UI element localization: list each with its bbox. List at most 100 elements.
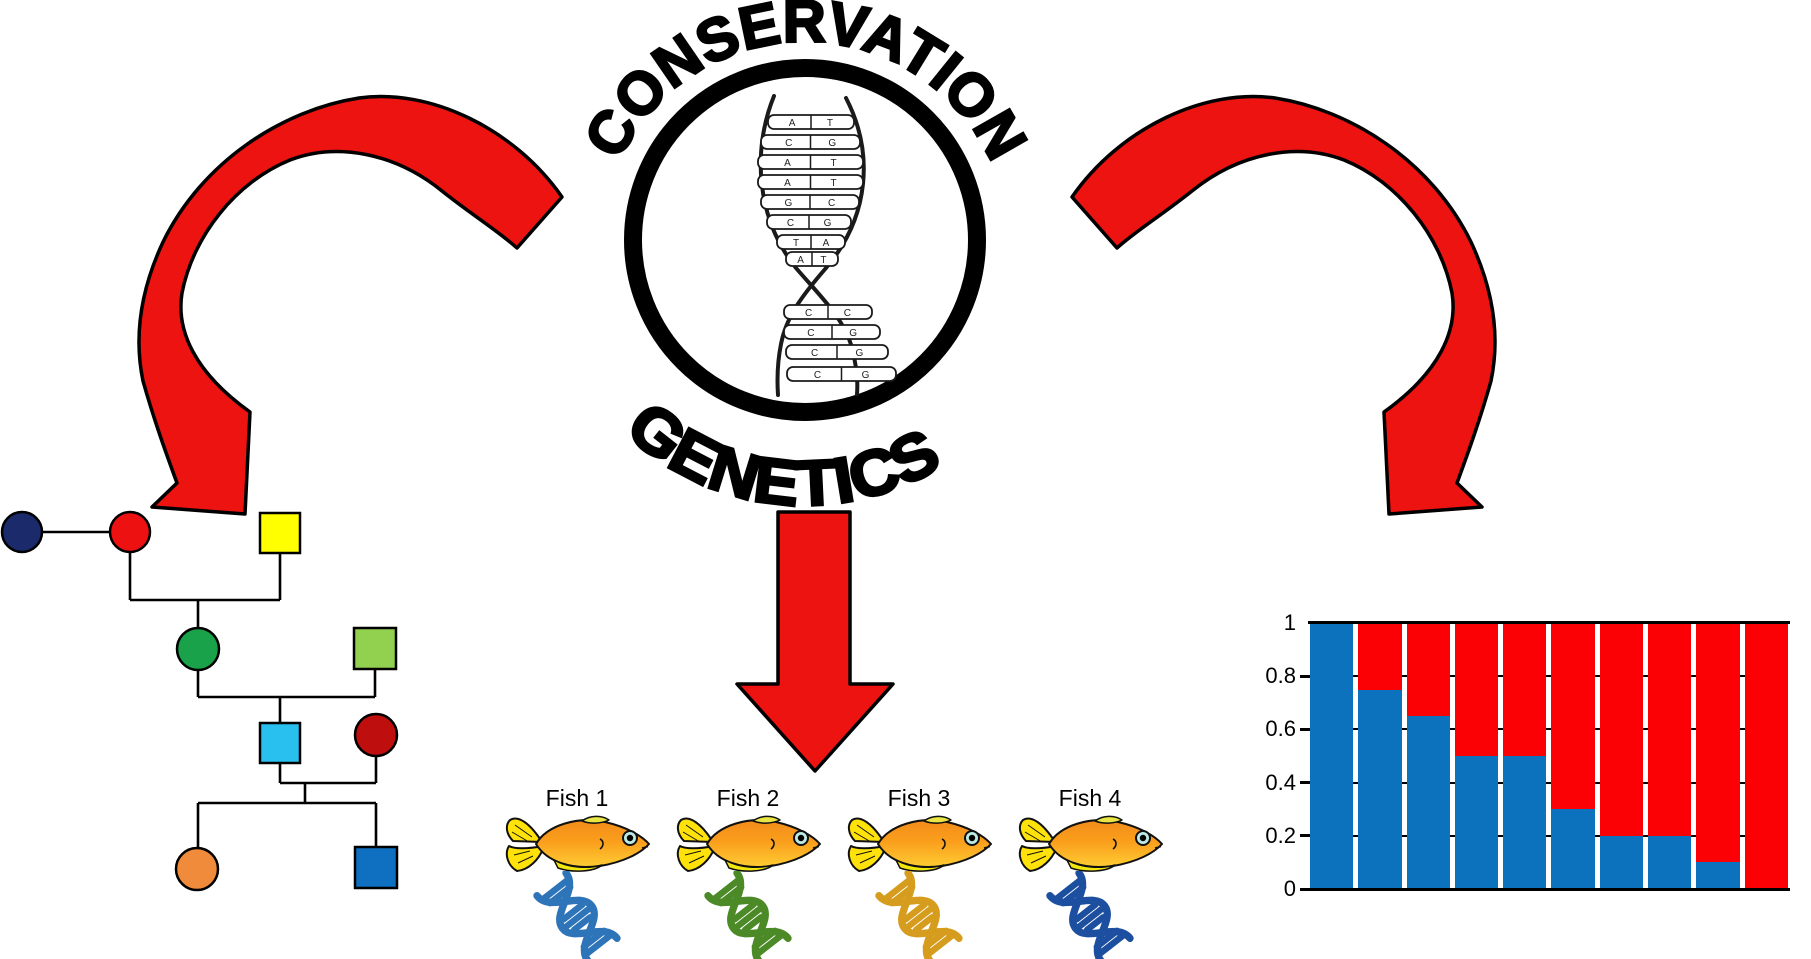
pedigree-node-female-green	[175, 626, 221, 672]
svg-text:T: T	[820, 255, 826, 266]
svg-text:C: C	[844, 308, 851, 319]
pedigree-node-female-navy	[0, 510, 44, 554]
bar-segment-red	[1358, 623, 1402, 690]
structure-bar-1	[1310, 623, 1354, 889]
svg-text:G: G	[862, 370, 870, 381]
bar-segment-red	[1648, 623, 1692, 836]
bar-segment-blue	[1696, 862, 1740, 889]
y-axis-tick	[1300, 674, 1310, 678]
bar-segment-blue	[1454, 756, 1499, 889]
svg-text:A: A	[789, 118, 796, 129]
svg-text:A: A	[797, 255, 804, 266]
plot-x-axis	[1300, 888, 1790, 891]
pedigree-node-female-darkred	[353, 712, 399, 758]
bar-segment-red	[1744, 623, 1788, 889]
bar-segment-blue	[1551, 809, 1595, 889]
svg-text:C: C	[787, 218, 794, 229]
pedigree-node-female-red	[108, 510, 152, 554]
red-arrows	[137, 94, 1497, 773]
bar-segment-blue	[1310, 623, 1354, 889]
dna-icon	[1044, 871, 1136, 959]
fish-card-1: Fish 1	[492, 786, 662, 959]
gridline	[1310, 781, 1788, 784]
svg-text:A: A	[784, 178, 791, 189]
bar-segment-red	[1599, 623, 1644, 836]
curved-arrow-left	[137, 94, 564, 516]
bar-segment-blue	[1406, 716, 1450, 889]
pedigree-links	[42, 530, 378, 848]
svg-text:A: A	[823, 238, 830, 249]
gridline	[1310, 728, 1788, 731]
bar-segment-red	[1551, 623, 1595, 810]
y-axis-label: 0.8	[1265, 663, 1296, 689]
bar-segment-red	[1696, 623, 1740, 863]
structure-bar-4	[1454, 623, 1499, 889]
svg-text:T: T	[793, 238, 799, 249]
plot-top-frame	[1308, 621, 1790, 624]
svg-text:A: A	[784, 158, 791, 169]
y-axis-label: 0.2	[1265, 822, 1296, 848]
svg-text:T: T	[831, 178, 837, 189]
y-axis-label: 0	[1283, 876, 1296, 901]
fish-label: Fish 2	[716, 785, 780, 811]
bar-segment-blue	[1358, 689, 1402, 889]
pedigree-node-female-orange	[174, 846, 220, 892]
svg-text:C: C	[811, 348, 818, 359]
y-axis-tick	[1300, 834, 1310, 838]
svg-text:G: G	[856, 348, 864, 359]
pedigree-node-male-blue	[353, 845, 399, 890]
fish-card-2: Fish 2	[663, 786, 833, 959]
bar-segment-red	[1454, 623, 1499, 756]
gridline	[1310, 675, 1788, 678]
down-arrow	[735, 510, 895, 773]
fish-image	[1015, 811, 1165, 877]
pedigree-nodes	[0, 510, 399, 892]
svg-text:G: G	[824, 218, 832, 229]
svg-text:C: C	[807, 328, 814, 339]
fish-label: Fish 3	[887, 785, 951, 811]
dna-icon	[531, 871, 623, 959]
plot-area	[1310, 623, 1788, 889]
svg-text:G: G	[785, 198, 793, 209]
pedigree-node-male-cyan	[258, 721, 302, 765]
structure-bar-8	[1648, 623, 1692, 889]
bar-segment-blue	[1648, 835, 1692, 889]
dna-icon	[873, 871, 965, 959]
bar-segment-blue	[1599, 835, 1644, 889]
structure-bar-5	[1503, 623, 1547, 889]
fish-image	[502, 811, 652, 877]
gridline	[1310, 834, 1788, 837]
structure-bar-3	[1406, 623, 1450, 889]
structure-bar-9	[1696, 623, 1740, 889]
y-axis-label: 0.6	[1265, 716, 1296, 742]
dna-icon	[702, 871, 794, 959]
bar-segment-blue	[1503, 756, 1547, 889]
bar-segment-red	[1503, 623, 1547, 756]
svg-text:G: G	[849, 328, 857, 339]
svg-text:C: C	[828, 198, 835, 209]
structure-bar-10	[1744, 623, 1788, 889]
structure-bar-7	[1599, 623, 1644, 889]
structure-bar-6	[1551, 623, 1595, 889]
fish-card-4: Fish 4	[1005, 786, 1175, 959]
structure-bar-2	[1358, 623, 1402, 889]
fish-image	[673, 811, 823, 877]
y-axis-tick	[1300, 781, 1310, 785]
